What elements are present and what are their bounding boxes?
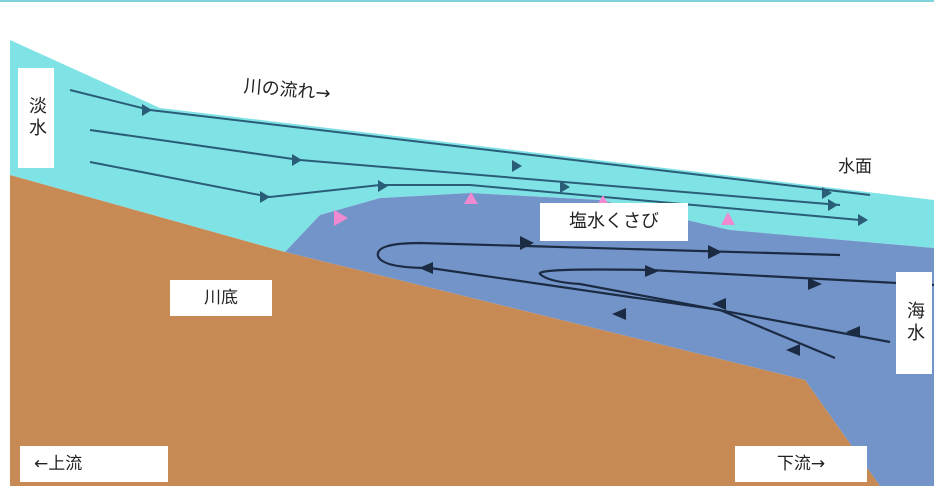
freshwater-arrowhead: [560, 181, 570, 193]
label-downstream: 下流→: [735, 446, 867, 482]
freshwater-arrowhead: [378, 180, 388, 192]
label-riverbed: 川底: [170, 280, 272, 316]
riverbed: [10, 175, 880, 486]
label-upstream: ←上流: [20, 446, 168, 482]
seawater-arrowhead-left: [846, 326, 860, 338]
seawater-circulation-inner: [538, 268, 934, 344]
seawater-arrowhead-left: [612, 308, 626, 320]
freshwater-arrowhead: [292, 154, 302, 166]
seawater-arrowhead-right: [645, 265, 659, 277]
freshwater-arrowhead: [822, 187, 832, 199]
freshwater-arrowhead: [512, 160, 522, 172]
seawater-arrowheads: [419, 236, 860, 356]
interface-marker: [334, 210, 348, 226]
seawater-wedge: [285, 193, 934, 486]
freshwater-arrowheads: [142, 104, 868, 226]
seawater-arrowhead-right: [708, 245, 722, 259]
label-water-surface: 水面: [838, 157, 872, 177]
seawater-arrowhead-left: [786, 344, 800, 356]
seawater-arrowhead-right: [520, 236, 534, 250]
interface-marker: [464, 192, 478, 204]
freshwater-arrowhead: [260, 191, 270, 203]
seawater-arrowhead-left: [712, 298, 726, 310]
freshwater-layer: [10, 40, 934, 252]
freshwater-arrowhead: [858, 214, 868, 226]
label-freshwater: 淡水: [18, 68, 54, 168]
seawater-arrowhead-right: [808, 278, 822, 290]
label-seawater: 海水: [896, 272, 932, 374]
interface-marker: [721, 212, 735, 225]
freshwater-arrowhead: [828, 199, 838, 211]
freshwater-arrowhead: [142, 104, 152, 116]
seawater-arrowhead-left: [419, 262, 433, 274]
label-salt-wedge: 塩水くさび: [540, 203, 688, 241]
